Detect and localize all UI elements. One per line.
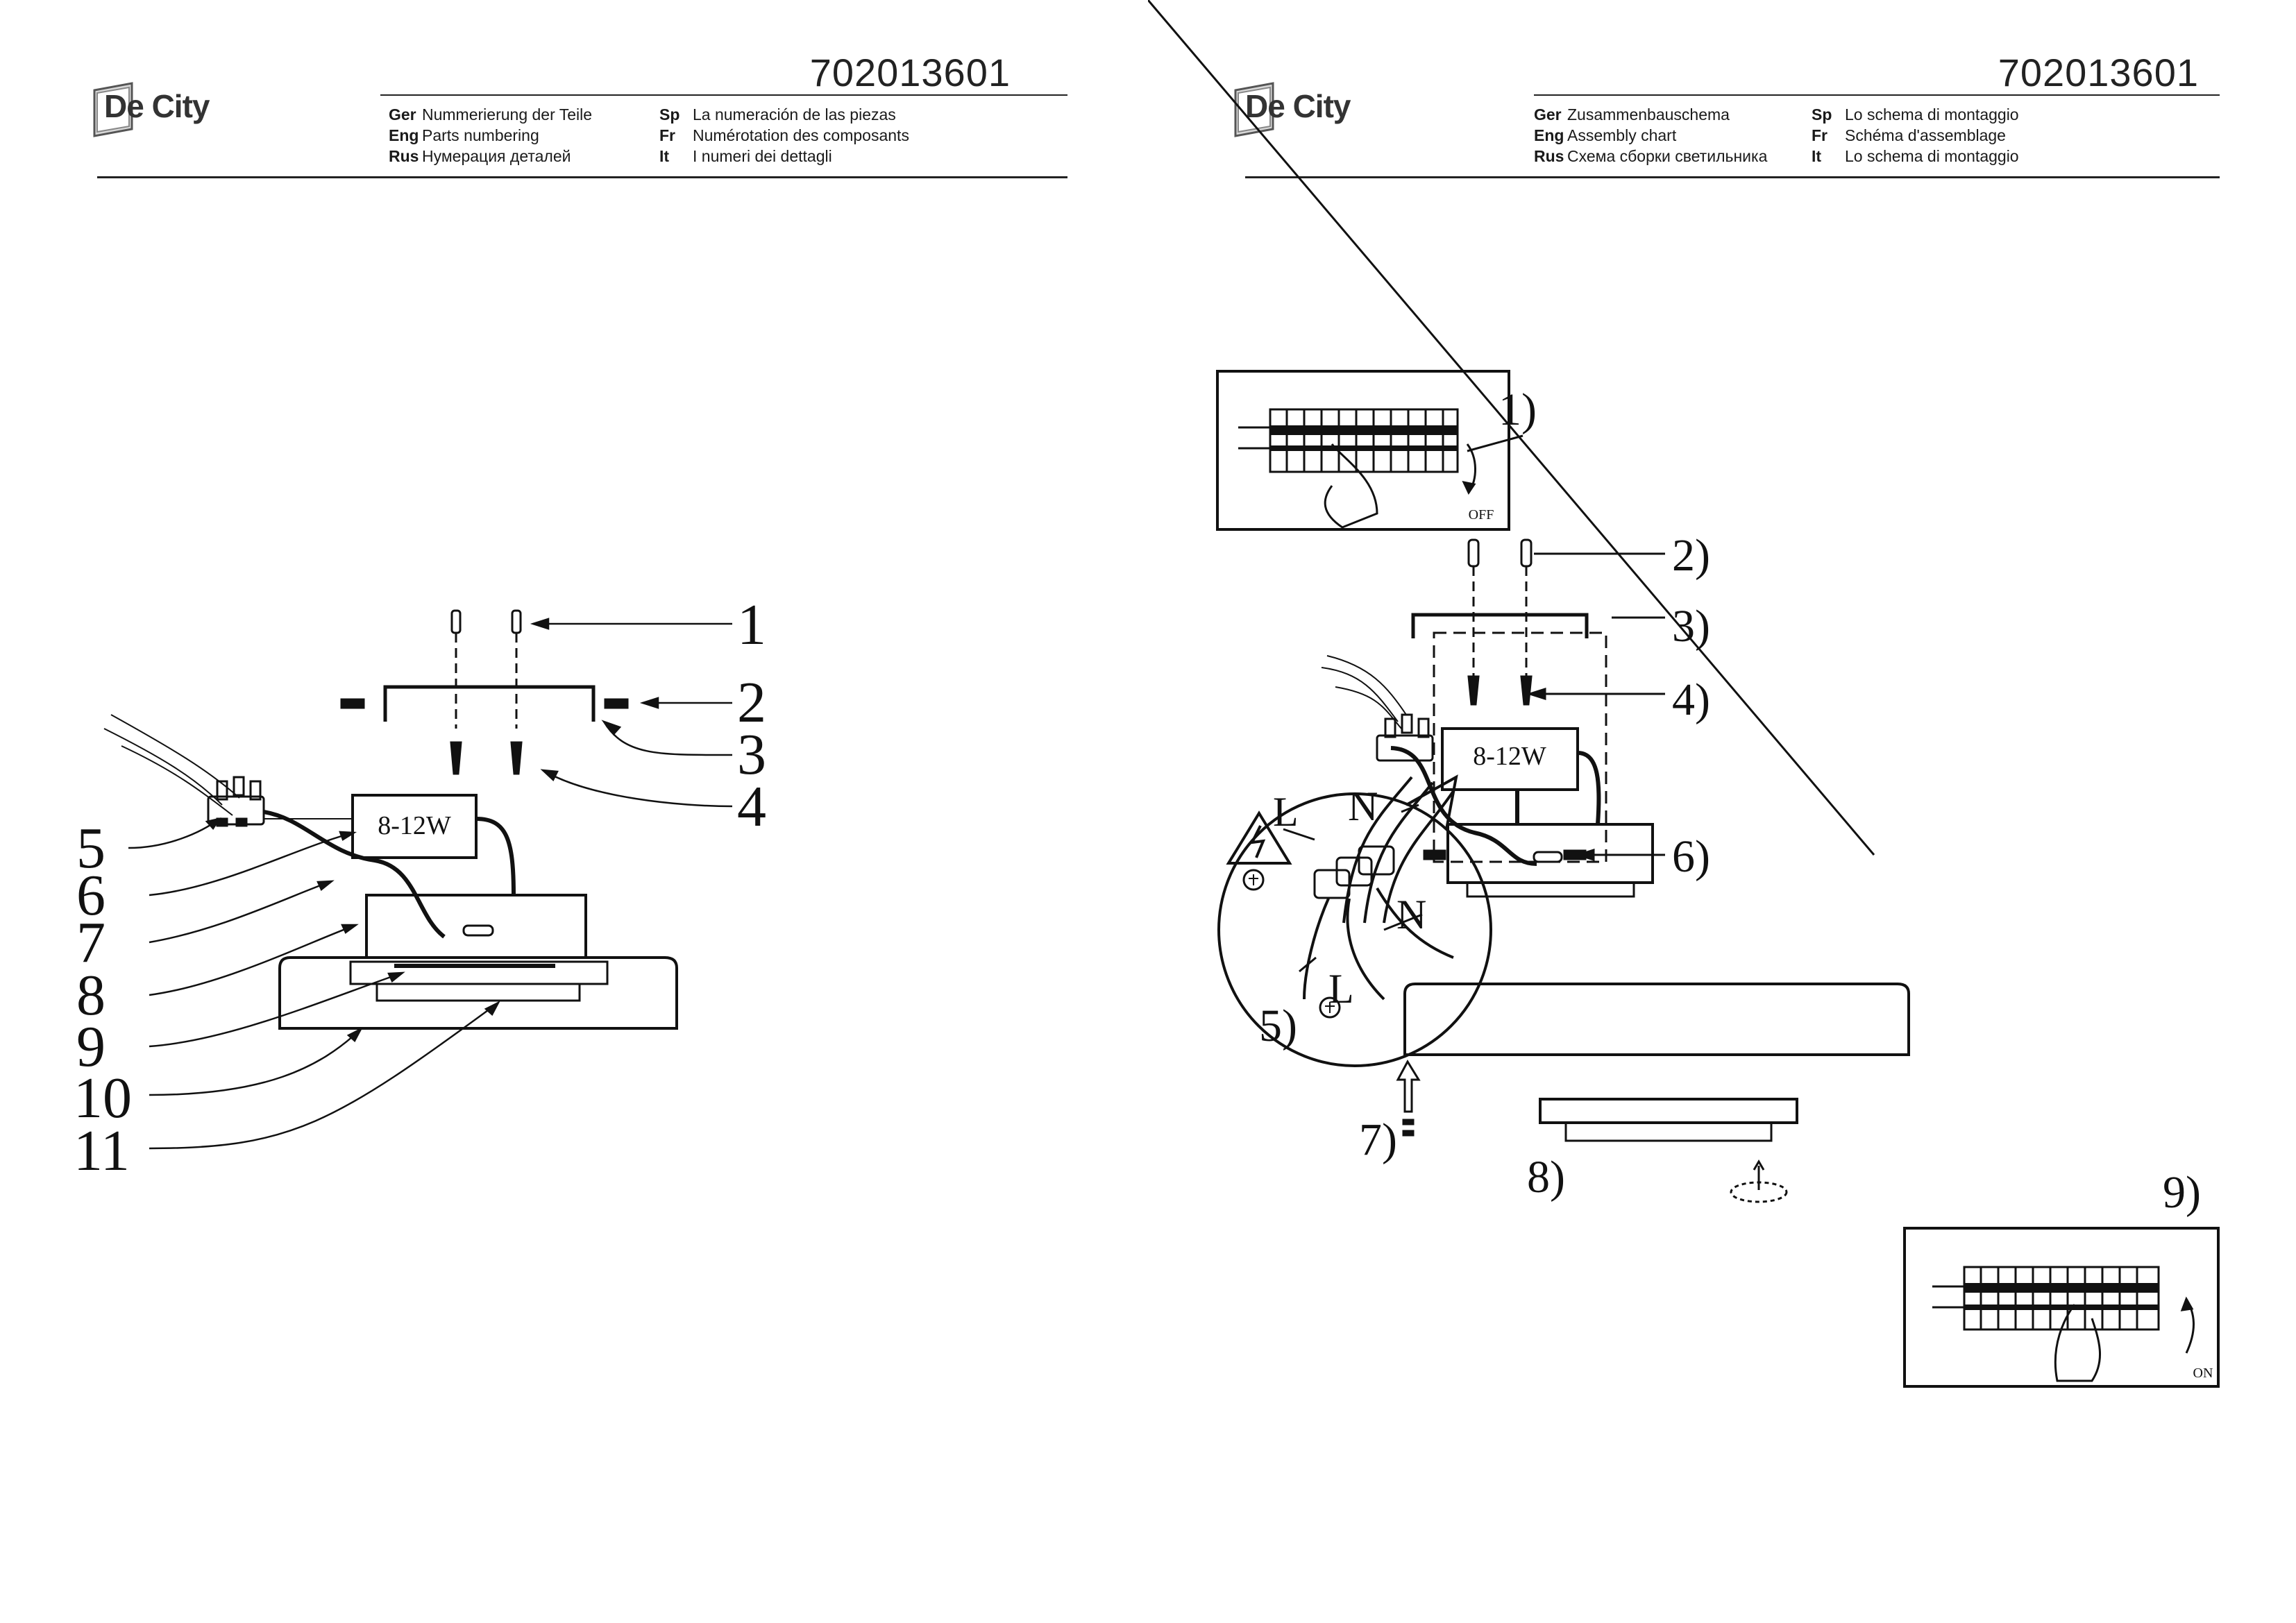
step-7-label: 7) bbox=[1359, 1114, 1397, 1165]
part-number-1: 1 bbox=[737, 593, 766, 657]
part-number-6: 6 bbox=[76, 863, 105, 928]
step-5-label: 5) bbox=[1259, 1001, 1297, 1051]
led-driver-box bbox=[351, 794, 478, 859]
header-rule-top bbox=[380, 94, 1067, 96]
brand-logo: De City bbox=[1231, 80, 1356, 140]
wire-label-neutral: N bbox=[1396, 892, 1426, 937]
shade-frame bbox=[278, 956, 678, 1030]
part-number-11: 11 bbox=[74, 1119, 130, 1183]
part-number-8: 8 bbox=[76, 963, 105, 1028]
side-screw-icon bbox=[1423, 849, 1446, 860]
part-number-10: 10 bbox=[74, 1066, 132, 1130]
step-6-label: 6) bbox=[1672, 831, 1710, 882]
part-number-5: 5 bbox=[76, 816, 105, 881]
ground-icon bbox=[1242, 869, 1265, 891]
step-1-label: 1) bbox=[1499, 384, 1537, 435]
wire-label-live: L bbox=[1273, 789, 1299, 835]
wall-anchor-icon bbox=[510, 609, 523, 775]
part-number-4: 4 bbox=[737, 774, 766, 839]
diffuser-glass bbox=[1539, 1098, 1798, 1124]
wire-label-neutral: N bbox=[1348, 783, 1378, 829]
part-number-7: 7 bbox=[76, 910, 105, 975]
product-code: 702013601 bbox=[1998, 51, 2199, 94]
switch-on-label: ON bbox=[2193, 1366, 2213, 1381]
step-4-label: 4) bbox=[1672, 674, 1710, 725]
brand-name: De City bbox=[1245, 88, 1351, 124]
product-code: 702013601 bbox=[809, 51, 1011, 94]
side-screw-icon bbox=[604, 698, 629, 709]
logo-mark-icon bbox=[93, 82, 133, 137]
driver-rating-label: 8-12W bbox=[1473, 742, 1546, 771]
assembly-diagram: 8-12W OFF ON L L N N 1) 2) 3) 4) 5) 6) 7… bbox=[1148, 0, 2220, 1388]
wall-anchor-icon bbox=[1467, 538, 1480, 706]
driver-rating-label: 8-12W bbox=[378, 811, 451, 840]
step-labels: 1) 2) 3) 4) 5) 6) 7) 8) 9) bbox=[1259, 384, 2201, 1218]
header-rule-top bbox=[1534, 94, 2220, 96]
switch-off-label: OFF bbox=[1469, 507, 1494, 522]
breaker-panel-on bbox=[1903, 1227, 2220, 1388]
logo-mark-icon bbox=[1234, 82, 1274, 137]
wire-label-live: L bbox=[1328, 966, 1354, 1012]
step-8-label: 8) bbox=[1527, 1152, 1565, 1203]
wall-anchor-icon bbox=[1520, 538, 1533, 706]
wiring-detail-magnifier bbox=[1217, 774, 1492, 1067]
diffuser-glass bbox=[375, 983, 581, 1002]
fuse-icon bbox=[1533, 851, 1563, 863]
part-number-9: 9 bbox=[76, 1014, 105, 1079]
up-arrow-icon bbox=[1396, 1059, 1421, 1113]
step-9-label: 9) bbox=[2163, 1167, 2201, 1218]
mounting-bracket-icon bbox=[1411, 613, 1589, 638]
part-number-2: 2 bbox=[737, 670, 766, 735]
brand-name: De City bbox=[104, 88, 210, 124]
side-screw-icon bbox=[340, 698, 365, 709]
header-rule-bottom bbox=[97, 176, 1067, 178]
terminal-block-icon bbox=[207, 776, 265, 827]
part-number-3: 3 bbox=[737, 722, 766, 787]
terminal-block-icon bbox=[1376, 713, 1434, 762]
mounting-bracket-icon bbox=[383, 685, 596, 722]
fuse-icon bbox=[462, 924, 494, 937]
header-rule-bottom bbox=[1245, 176, 2220, 178]
breaker-panel-off bbox=[1216, 370, 1510, 531]
rotate-icon bbox=[1730, 1159, 1788, 1203]
ground-icon bbox=[1319, 996, 1341, 1019]
wall-anchor-icon bbox=[450, 609, 462, 775]
side-screw-icon bbox=[1563, 849, 1587, 860]
brand-logo: De City bbox=[90, 80, 215, 140]
parts-diagram: 8-12W 1 bbox=[74, 593, 766, 1183]
part-number-labels: 1 2 3 4 5 6 7 8 9 10 11 bbox=[74, 593, 766, 1183]
led-driver-box bbox=[1441, 727, 1579, 791]
step-2-label: 2) bbox=[1672, 530, 1710, 581]
shade-frame bbox=[1403, 983, 1910, 1056]
step-3-label: 3) bbox=[1672, 601, 1710, 652]
